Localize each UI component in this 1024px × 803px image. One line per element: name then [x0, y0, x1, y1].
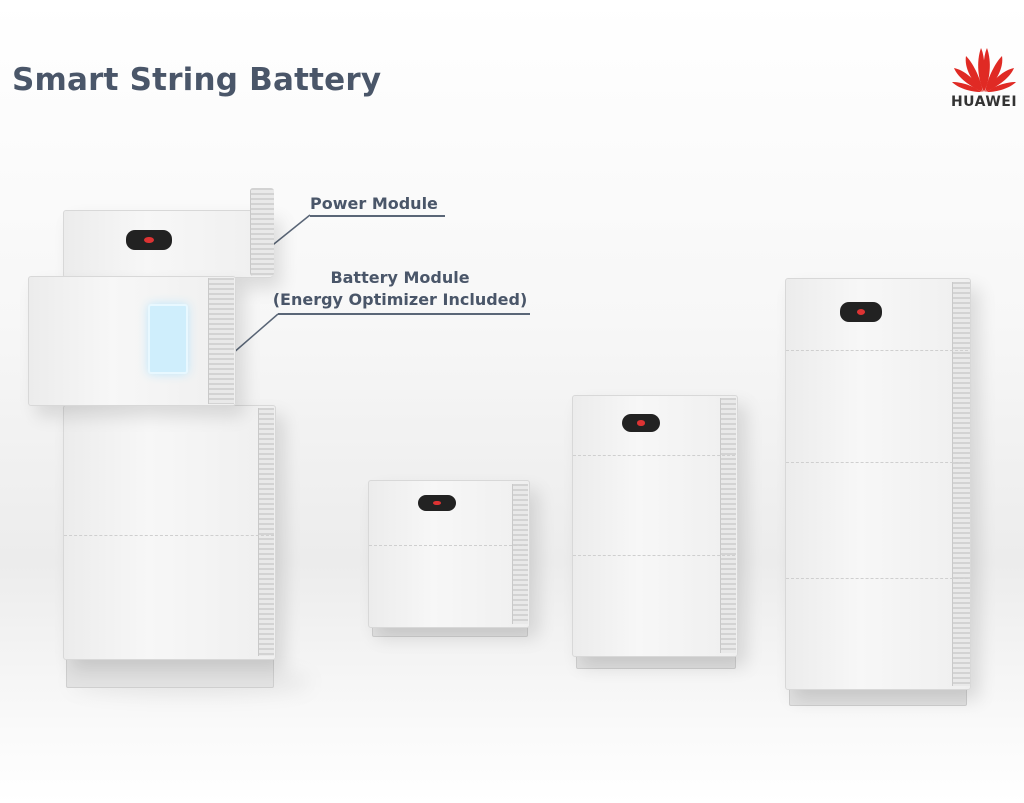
huawei-petals-icon: [952, 48, 1016, 92]
display-panel: [418, 495, 456, 511]
power-module-label: Power Module: [310, 194, 438, 213]
battery-module-label-line2: (Energy Optimizer Included): [272, 290, 528, 309]
brand-name: HUAWEI: [950, 94, 1018, 110]
battery-module: [28, 276, 236, 406]
page-title: Smart String Battery: [12, 62, 382, 98]
battery-stack: [63, 405, 276, 660]
huawei-logo: HUAWEI: [948, 40, 1020, 120]
battery-module-label: Battery Module (Energy Optimizer Include…: [268, 267, 532, 311]
display-panel: [840, 302, 882, 322]
battery-module-label-line1: Battery Module: [330, 268, 470, 287]
energy-optimizer-window: [148, 304, 188, 374]
display-panel: [622, 414, 660, 432]
power-module-underline: [310, 215, 445, 217]
battery-module-underline: [278, 313, 530, 315]
display-panel: [126, 230, 172, 250]
